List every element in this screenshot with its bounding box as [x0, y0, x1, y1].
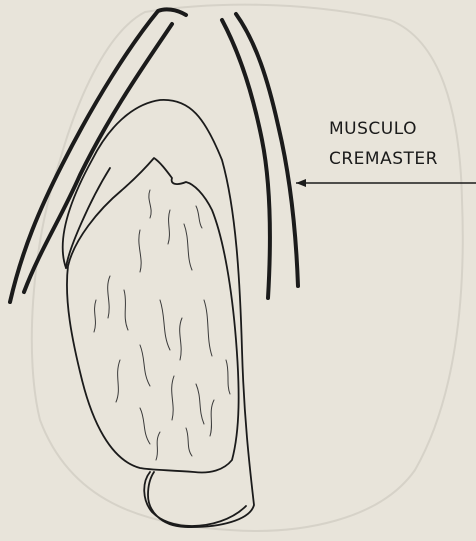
cremaster-left-outer	[10, 9, 186, 302]
label-musculo: MUSCULO	[329, 121, 417, 138]
label-cremaster: CREMASTER	[329, 151, 438, 168]
cremaster-right-inner	[222, 20, 270, 298]
epididymis-tail	[144, 472, 246, 526]
label-pointer-arrowhead	[296, 179, 306, 187]
testis-surface-texture	[94, 190, 230, 460]
outer-sac-outline	[63, 100, 254, 527]
testis-outline	[67, 158, 239, 473]
cremaster-right-outer	[236, 14, 298, 286]
